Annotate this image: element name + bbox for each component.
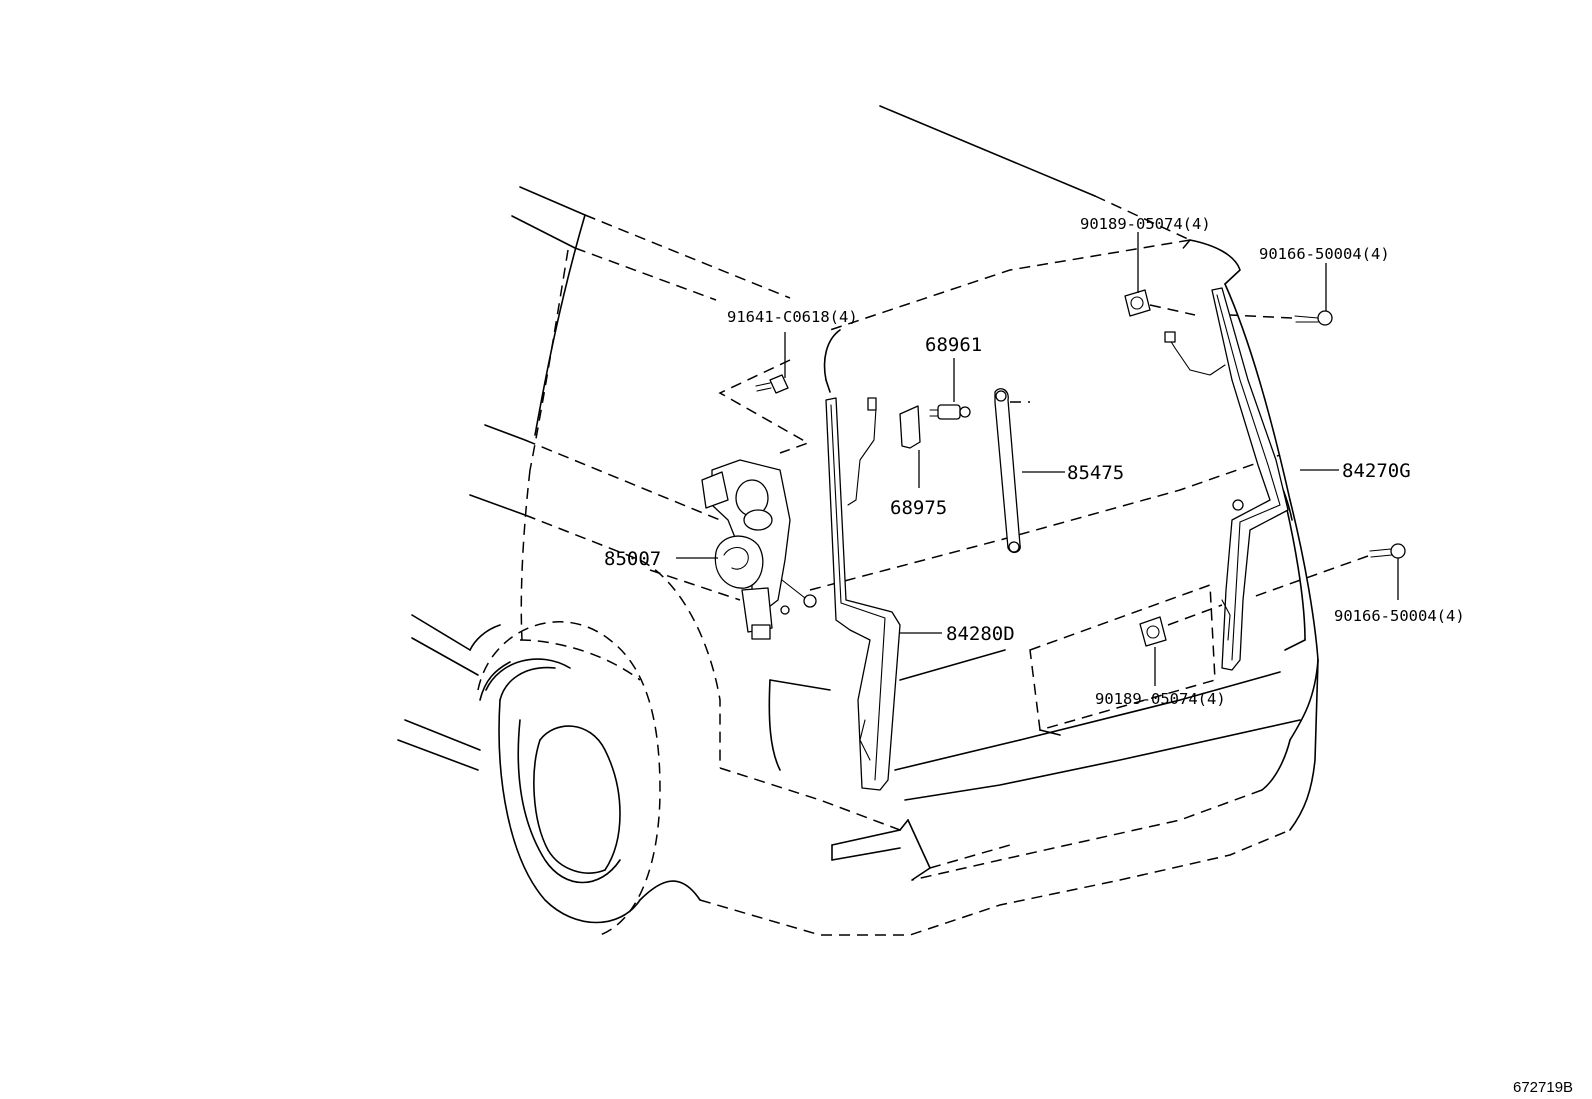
- washer-hose-84280D: [825, 397, 901, 791]
- label-85475: 85475: [1067, 462, 1124, 484]
- label-68961: 68961: [925, 334, 982, 356]
- label-90189-05074-top: 90189-05074(4): [1080, 215, 1211, 233]
- screw-90166-top: [1229, 310, 1333, 326]
- wiper-motor-85007: [701, 459, 817, 640]
- label-85007: 85007: [604, 548, 661, 570]
- bracket-68975: [899, 405, 921, 449]
- diagram-code: 672719B: [1513, 1079, 1573, 1096]
- label-91641-c0618: 91641-C0618(4): [727, 308, 858, 326]
- label-84280d: 84280D: [946, 623, 1015, 645]
- label-90166-50004-bottom: 90166-50004(4): [1334, 607, 1465, 625]
- label-84270g: 84270G: [1342, 460, 1411, 482]
- screw-90166-bottom: [1249, 543, 1406, 599]
- vehicle-body-outline: [397, 105, 1319, 936]
- leader-lines: [676, 232, 1399, 686]
- label-90189-05074-bottom: 90189-05074(4): [1095, 690, 1226, 708]
- washer-hose-84270G: [1164, 287, 1289, 671]
- label-90166-50004-top: 90166-50004(4): [1259, 245, 1390, 263]
- damper-stay-68961: [929, 404, 971, 420]
- nut-90189-top: [1124, 289, 1196, 317]
- label-68975: 68975: [890, 497, 947, 519]
- bolt-91641: [718, 359, 810, 454]
- wiper-link-rod-85475: [994, 388, 1030, 554]
- rear-wheel: [477, 621, 701, 936]
- nut-90189-bottom: [1139, 604, 1223, 647]
